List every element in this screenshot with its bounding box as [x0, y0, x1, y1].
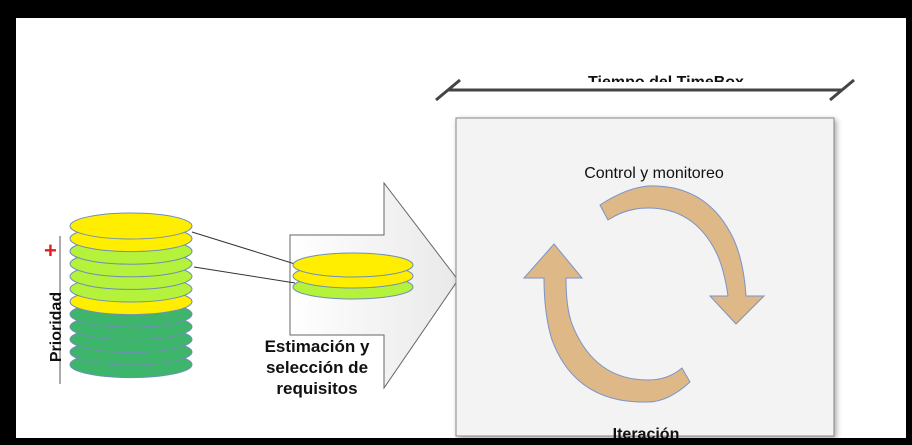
diagram-svg — [59, 78, 855, 437]
estimation-line-2: selección de — [265, 358, 369, 377]
timebox-title: Tiempo del TimeBox — [546, 68, 786, 82]
selected-disc-yellow — [292, 252, 414, 278]
connector-lines — [191, 231, 296, 284]
control-monitoring-label: Control y monitoreo — [584, 165, 724, 182]
selected-requirements-stack — [292, 252, 414, 300]
backlog-disc-yellow — [69, 212, 193, 240]
priority-axis-label: Prioridad — [48, 291, 65, 363]
estimation-line-3: requisitos — [276, 379, 358, 398]
estimation-selection-label: Estimación y selección de requisitos — [252, 336, 382, 399]
cycle-arrows — [522, 185, 766, 403]
iteration-label: Iteración — [612, 426, 680, 438]
diagram-canvas: Tiempo del TimeBox Control y monitoreo I… — [16, 18, 906, 438]
cycle-arrow-bottom — [522, 243, 691, 403]
cycle-arrow-top — [599, 185, 766, 325]
backlog-stack — [69, 212, 193, 379]
timebox-line — [435, 78, 855, 102]
estimation-line-1: Estimación y — [264, 337, 370, 356]
plus-icon: + — [44, 238, 57, 263]
